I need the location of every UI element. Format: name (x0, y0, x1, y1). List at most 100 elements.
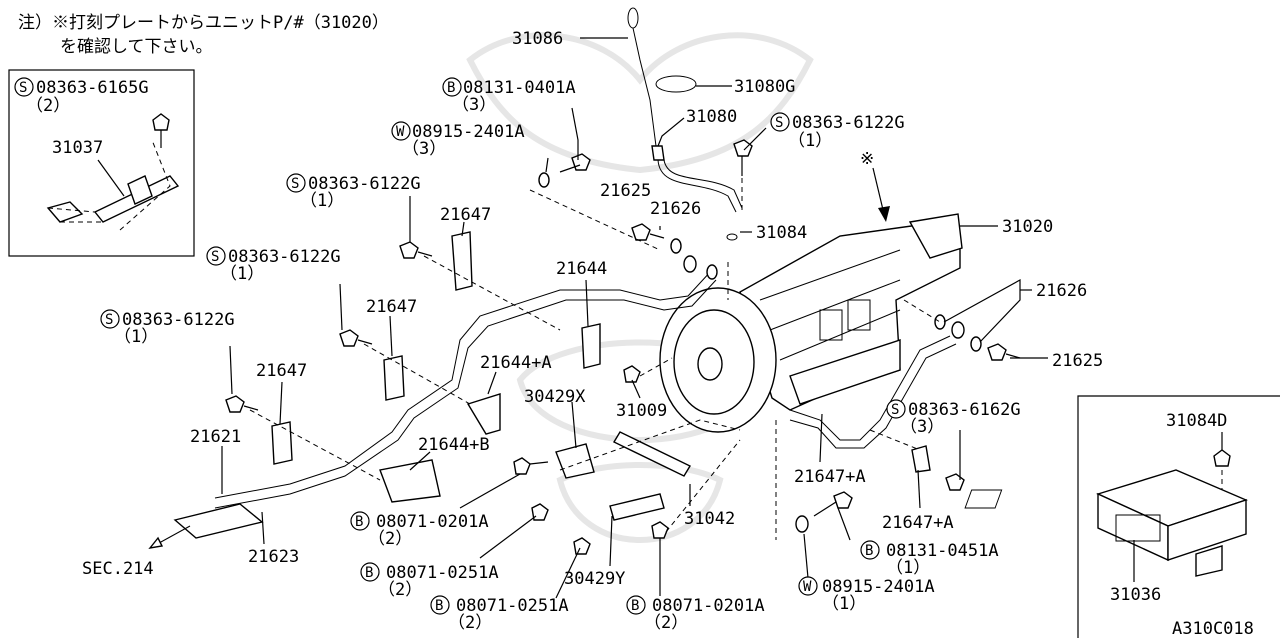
cooler-pipes-drawing (148, 269, 957, 549)
fastener-label-11: B 08131-0451A（1） (860, 540, 999, 578)
svg-text:（1）: （1） (300, 191, 344, 211)
inset-right: 31084D 31036 A310C018 (964, 395, 1280, 638)
part-21625-b: 21625 (1052, 351, 1103, 371)
svg-text:B: B (631, 598, 639, 614)
svg-text:S: S (211, 249, 219, 265)
part-21644-A: 21644+A (480, 353, 552, 373)
part-21647-A-a: 21647+A (794, 467, 866, 487)
fastener-label-9: B 08071-0251A（2） (430, 595, 569, 633)
assembly-dash-lines (249, 178, 941, 540)
svg-text:（3）: （3） (402, 139, 446, 159)
part-21647-a: 21647 (440, 205, 491, 225)
svg-text:（1）: （1） (822, 594, 866, 614)
note-line-2: を確認して下さい。 (60, 37, 213, 57)
brackets-drawing (271, 231, 931, 521)
part-21644: 21644 (556, 259, 607, 279)
fastener-label-7: B 08071-0201A（2） (350, 511, 489, 549)
marker-arrow: ※ (860, 149, 890, 222)
svg-text:08915-2401A: 08915-2401A (822, 577, 935, 597)
svg-text:08071-0201A: 08071-0201A (652, 596, 765, 616)
svg-text:08131-0401A: 08131-0401A (463, 78, 576, 98)
fastener-label-0: B 08131-0401A（3） (442, 77, 576, 115)
diagram-code: A310C018 (1172, 619, 1254, 638)
fastener-label-6: S 08363-6162G（3） (886, 399, 1021, 437)
sec-reference: SEC.214 (82, 559, 154, 579)
part-30429Y: 30429Y (564, 569, 625, 589)
svg-text:S: S (105, 312, 113, 328)
svg-text:S: S (775, 115, 783, 131)
svg-text:（2）: （2） (368, 529, 412, 549)
svg-text:B: B (865, 543, 873, 559)
svg-text:（3）: （3） (452, 95, 496, 115)
part-21623: 21623 (248, 547, 299, 567)
part-31020: 31020 (1002, 217, 1053, 237)
svg-text:W: W (396, 124, 405, 140)
svg-text:08915-2401A: 08915-2401A (412, 122, 525, 142)
part-21647-b: 21647 (366, 297, 417, 317)
svg-text:08071-0251A: 08071-0251A (456, 596, 569, 616)
fastener-label-5: S 08363-6122G（1） (100, 309, 235, 347)
svg-text:08071-0201A: 08071-0201A (376, 512, 489, 532)
transmission-31020-drawing (659, 213, 963, 433)
fastener-label-12: W 08915-2401A（1） (798, 576, 935, 614)
svg-text:08363-6162G: 08363-6162G (908, 400, 1021, 420)
part-21626-a: 21626 (650, 199, 701, 219)
fastener-label-2: S 08363-6122G（1） (770, 112, 905, 151)
svg-text:（1）: （1） (788, 131, 832, 151)
svg-text:W: W (803, 579, 812, 595)
svg-text:08363-6122G: 08363-6122G (792, 113, 905, 133)
control-unit-31036-drawing (964, 469, 1248, 577)
part-31009: 31009 (616, 401, 667, 421)
svg-text:（1）: （1） (886, 558, 930, 578)
dipstick-31086-drawing (627, 7, 743, 241)
inset-right-part-31084D: 31084D (1166, 411, 1227, 431)
svg-text:（2）: （2） (378, 580, 422, 600)
svg-text:B: B (447, 80, 455, 96)
part-31080: 31080 (686, 107, 737, 127)
part-labels: 31086 31080G 31080 31084 31020 21626 216… (82, 29, 1103, 589)
svg-text:S: S (291, 176, 299, 192)
part-21626-b: 21626 (1036, 281, 1087, 301)
svg-text:08131-0451A: 08131-0451A (886, 541, 999, 561)
fastener-label-8: B 08071-0251A（2） (360, 562, 499, 600)
inset-left-fastener-qty: （2） (26, 96, 70, 116)
part-31042: 31042 (684, 509, 735, 529)
svg-text:（2）: （2） (644, 613, 688, 633)
svg-text:B: B (435, 598, 443, 614)
part-30429X: 30429X (524, 387, 586, 407)
inset-left-fastener-code: 08363-6165G (36, 78, 149, 98)
svg-text:（2）: （2） (448, 613, 492, 633)
part-31084: 31084 (756, 223, 807, 243)
part-31080G: 31080G (734, 77, 795, 97)
svg-text:08363-6122G: 08363-6122G (122, 310, 235, 330)
svg-text:08363-6122G: 08363-6122G (228, 247, 341, 267)
inset-left-part-31037: 31037 (52, 138, 103, 158)
fastener-drawings (225, 139, 1021, 555)
marker-symbol: ※ (860, 149, 874, 169)
fastener-label-10: B 08071-0201A（2） (626, 595, 765, 633)
part-21647-A-b: 21647+A (882, 513, 954, 533)
svg-text:（1）: （1） (220, 264, 264, 284)
bracket-31037-drawing (46, 113, 180, 231)
part-21625-a: 21625 (600, 181, 651, 201)
part-21644-B: 21644+B (418, 435, 490, 455)
inset-left-fastener-prefix: S (19, 80, 27, 96)
svg-text:B: B (365, 565, 373, 581)
fastener-label-3: S 08363-6122G（1） (286, 173, 421, 211)
svg-text:08071-0251A: 08071-0251A (386, 563, 499, 583)
svg-text:08363-6122G: 08363-6122G (308, 174, 421, 194)
leader-lines (221, 37, 1048, 599)
part-31086: 31086 (512, 29, 563, 49)
fastener-label-1: W 08915-2401A（3） (391, 121, 525, 159)
part-21647-c: 21647 (256, 361, 307, 381)
note-line-1: 注）※打刻プレートからユニットP/#（31020） (18, 13, 389, 33)
svg-text:B: B (355, 514, 363, 530)
inset-right-part-31036: 31036 (1110, 585, 1161, 605)
svg-text:（1）: （1） (114, 327, 158, 347)
svg-text:S: S (891, 402, 899, 418)
svg-text:（3）: （3） (900, 417, 944, 437)
fastener-label-4: S 08363-6122G（1） (206, 246, 341, 284)
inset-left: S 08363-6165G （2） 31037 (8, 69, 195, 257)
